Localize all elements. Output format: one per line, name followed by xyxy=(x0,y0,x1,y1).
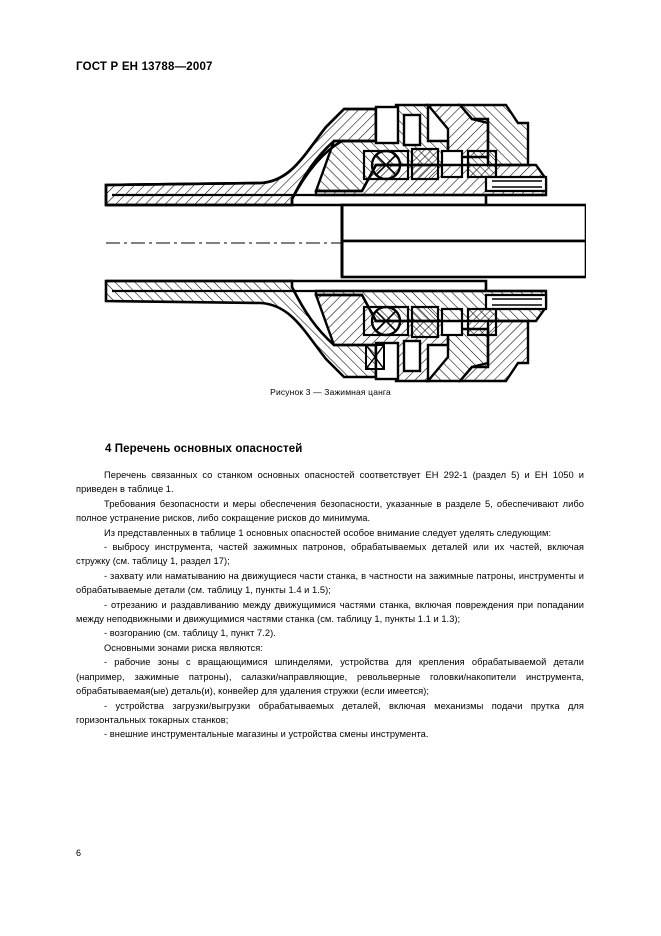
drawing-part-pin-lower2 xyxy=(402,339,422,373)
list-item: - устройства загрузки/выгрузки обрабатыв… xyxy=(76,700,584,725)
paragraph: Перечень связанных со станком основных о… xyxy=(76,470,584,495)
drawing-part-pin-lower xyxy=(374,341,400,381)
drawing-part-pin-upper xyxy=(374,105,400,145)
list-item: - захвату или наматыванию на движущиеся … xyxy=(76,570,584,596)
figure-caption: Рисунок 3 — Зажимная цанга xyxy=(270,387,391,397)
section-heading: 4 Перечень основных опасностей xyxy=(105,443,303,455)
list-item: - внешние инструментальные магазины и ус… xyxy=(104,729,429,740)
list-item: - возгоранию (см. таблицу 1, пункт 7.2). xyxy=(104,628,276,639)
list-item: - рабочие зоны с вращающимися шпинделями… xyxy=(76,657,584,697)
page-number: 6 xyxy=(76,848,82,858)
paragraph: Основными зонами риска являются: xyxy=(104,642,263,653)
drawing-detail-bottom xyxy=(365,344,385,370)
list-item: - выбросу инструмента, частей зажимных п… xyxy=(76,542,584,567)
technical-drawing-svg xyxy=(104,103,586,383)
drawing-lower-half xyxy=(104,279,548,383)
drawing-bar-stock xyxy=(340,203,586,279)
paragraph: Из представленных в таблице 1 основных о… xyxy=(104,527,552,538)
drawing-part-pin-upper2 xyxy=(402,113,422,147)
paragraph: Требования безопасности и меры обеспечен… xyxy=(76,498,584,524)
list-item: - отрезанию и раздавливанию между движущ… xyxy=(76,599,584,625)
body-text-block: Перечень связанных со станком основных о… xyxy=(76,468,584,742)
drawing-upper-half xyxy=(104,103,548,207)
page-header-standard-number: ГОСТ Р ЕН 13788—2007 xyxy=(76,61,213,73)
figure-collet-chuck-drawing xyxy=(76,95,586,395)
